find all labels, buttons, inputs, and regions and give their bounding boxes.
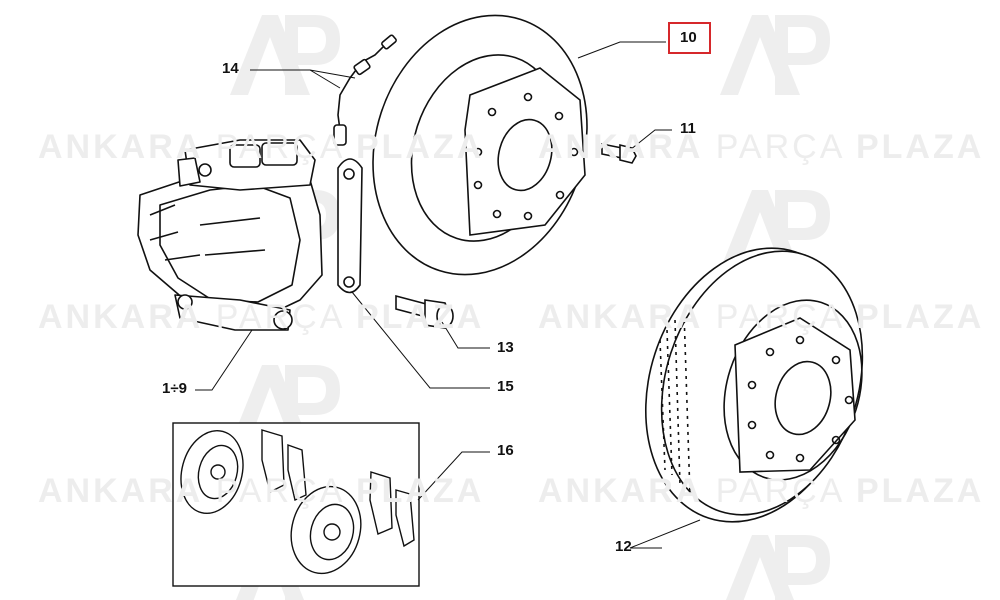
- vented-disc-part-12: [644, 247, 864, 523]
- leader-10: [577, 41, 666, 59]
- callout-10: 10: [668, 22, 711, 54]
- leader-16: [417, 451, 490, 501]
- wear-sensor-part-14: [333, 34, 397, 146]
- caliper-part-1-9: [137, 139, 323, 331]
- leader-15: [351, 291, 490, 389]
- callout-15: 15: [497, 378, 514, 395]
- kit-box-part-16: [172, 422, 420, 587]
- callout-11: 11: [680, 120, 696, 137]
- leader-12: [629, 519, 701, 549]
- leader-1-9: [195, 329, 253, 391]
- leader-14b: [309, 69, 341, 89]
- leader-lines: [195, 41, 701, 549]
- watermark-text: ANKARA PARÇA PLAZA: [538, 128, 985, 166]
- callout-14: 14: [222, 60, 239, 77]
- stud-part-11: [601, 143, 637, 164]
- callout-1-9: 1÷9: [162, 380, 187, 397]
- watermark-logo: [726, 535, 830, 600]
- callout-12: 12: [615, 538, 632, 555]
- bolt-part-13: [395, 294, 454, 329]
- watermark-text: ANKARA PARÇA PLAZA: [38, 472, 485, 510]
- watermark-text: ANKARA PARÇA PLAZA: [38, 128, 485, 166]
- watermark-logo: [230, 15, 340, 95]
- watermark-text: ANKARA PARÇA PLAZA: [538, 298, 985, 336]
- callout-16: 16: [497, 442, 514, 459]
- watermark-logo: [720, 15, 830, 95]
- watermark-text: ANKARA PARÇA PLAZA: [38, 298, 485, 336]
- brake-disc-part-10: [372, 14, 588, 276]
- callout-13: 13: [497, 339, 514, 356]
- leader-13: [441, 321, 490, 349]
- lock-plate-part-15: [337, 158, 363, 294]
- watermark-text: ANKARA PARÇA PLAZA: [538, 472, 985, 510]
- leader-11: [629, 129, 672, 151]
